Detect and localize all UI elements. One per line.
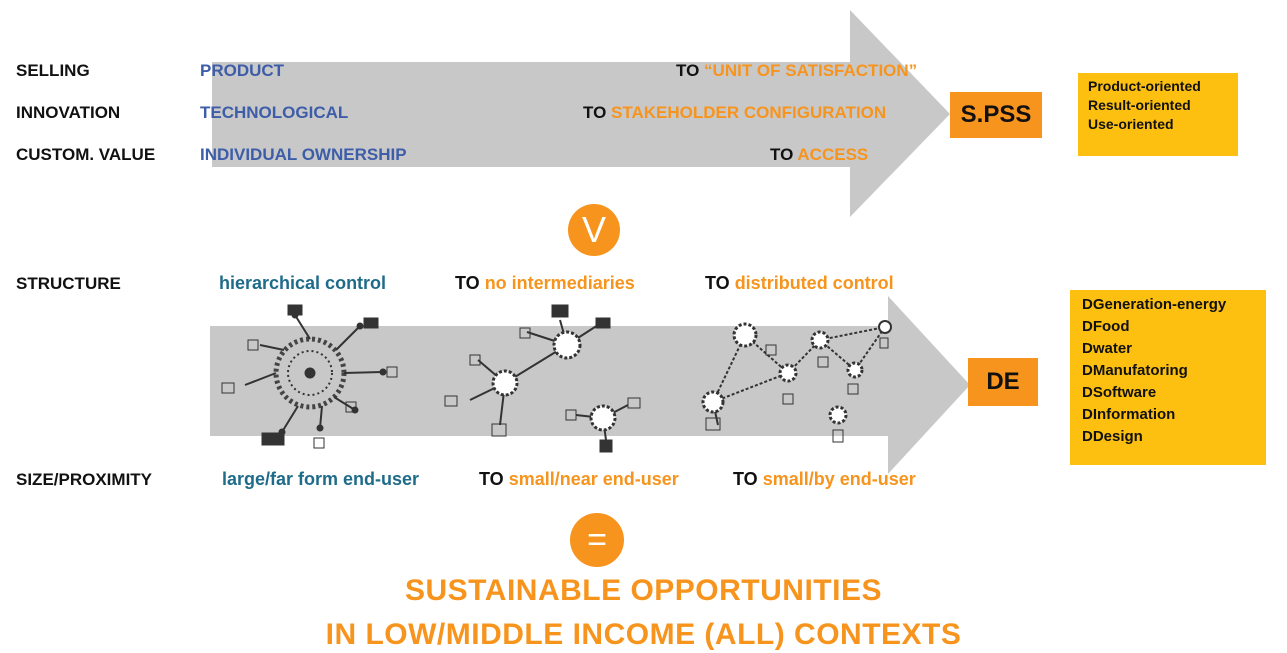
to-target: STAKEHOLDER CONFIGURATION [611, 103, 887, 122]
row-to-innovation: TO STAKEHOLDER CONFIGURATION [583, 103, 886, 123]
operator-v-circle: V [568, 204, 620, 256]
top-arrow [212, 10, 950, 217]
to-target: distributed control [734, 273, 894, 293]
to-target: small/by end-user [762, 469, 916, 489]
row-to-selling: TO “UNIT OF SATISFACTION” [676, 61, 917, 81]
chain-network-icon [444, 304, 641, 453]
spss-item: Result-oriented [1088, 97, 1191, 113]
to-word: TO [733, 469, 758, 489]
bottom-arrow [210, 296, 970, 474]
to-word: TO [705, 273, 730, 293]
row-from-custom-value: INDIVIDUAL OWNERSHIP [200, 145, 407, 164]
to-word: TO [676, 61, 700, 80]
operator-equals-circle: = [570, 513, 624, 567]
de-item: DManufatoring [1082, 362, 1188, 379]
spss-item: Product-oriented [1088, 78, 1201, 94]
row-label-selling: SELLING [16, 61, 90, 80]
to-word: TO [770, 145, 794, 164]
spss-box: S.PSS [950, 92, 1042, 138]
de-list: DGeneration-energy DFood Dwater DManufat… [1070, 290, 1266, 465]
size-label: SIZE/PROXIMITY [16, 470, 153, 489]
spss-list: Product-oriented Result-oriented Use-ori… [1078, 73, 1238, 156]
size-step-1: TO small/near end-user [479, 469, 679, 490]
hub-network-icon [221, 304, 398, 449]
conclusion-line-1: SUSTAINABLE OPPORTUNITIES [405, 574, 882, 607]
structure-step-1: TO no intermediaries [455, 273, 635, 294]
to-target: no intermediaries [484, 273, 635, 293]
to-target: “UNIT OF SATISFACTION” [704, 61, 918, 80]
de-box: DE [968, 358, 1038, 406]
mesh-network-icon [701, 320, 892, 443]
to-word: TO [455, 273, 480, 293]
row-label-custom-value: CUSTOM. VALUE [16, 145, 156, 164]
structure-step-2: TO distributed control [705, 273, 894, 294]
row-label-innovation: INNOVATION [16, 103, 121, 122]
de-item: DDesign [1082, 428, 1143, 445]
de-item: DInformation [1082, 406, 1176, 423]
row-from-innovation: TECHNOLOGICAL [200, 103, 349, 122]
spss-item: Use-oriented [1088, 116, 1174, 132]
to-target: small/near end-user [508, 469, 679, 489]
de-item: DFood [1082, 318, 1130, 335]
to-word: TO [479, 469, 504, 489]
to-word: TO [583, 103, 607, 122]
de-item: DSoftware [1082, 384, 1157, 401]
de-item: DGeneration-energy [1082, 296, 1227, 313]
structure-label: STRUCTURE [16, 274, 121, 293]
de-item: Dwater [1082, 340, 1133, 357]
conclusion-line-2: IN LOW/MIDDLE INCOME (ALL) CONTEXTS [325, 618, 962, 651]
row-from-selling: PRODUCT [200, 61, 285, 80]
size-from: large/far form end-user [222, 469, 420, 489]
row-to-custom-value: TO ACCESS [770, 145, 868, 165]
to-target: ACCESS [797, 145, 869, 164]
size-step-2: TO small/by end-user [733, 469, 916, 490]
structure-from: hierarchical control [219, 273, 387, 293]
